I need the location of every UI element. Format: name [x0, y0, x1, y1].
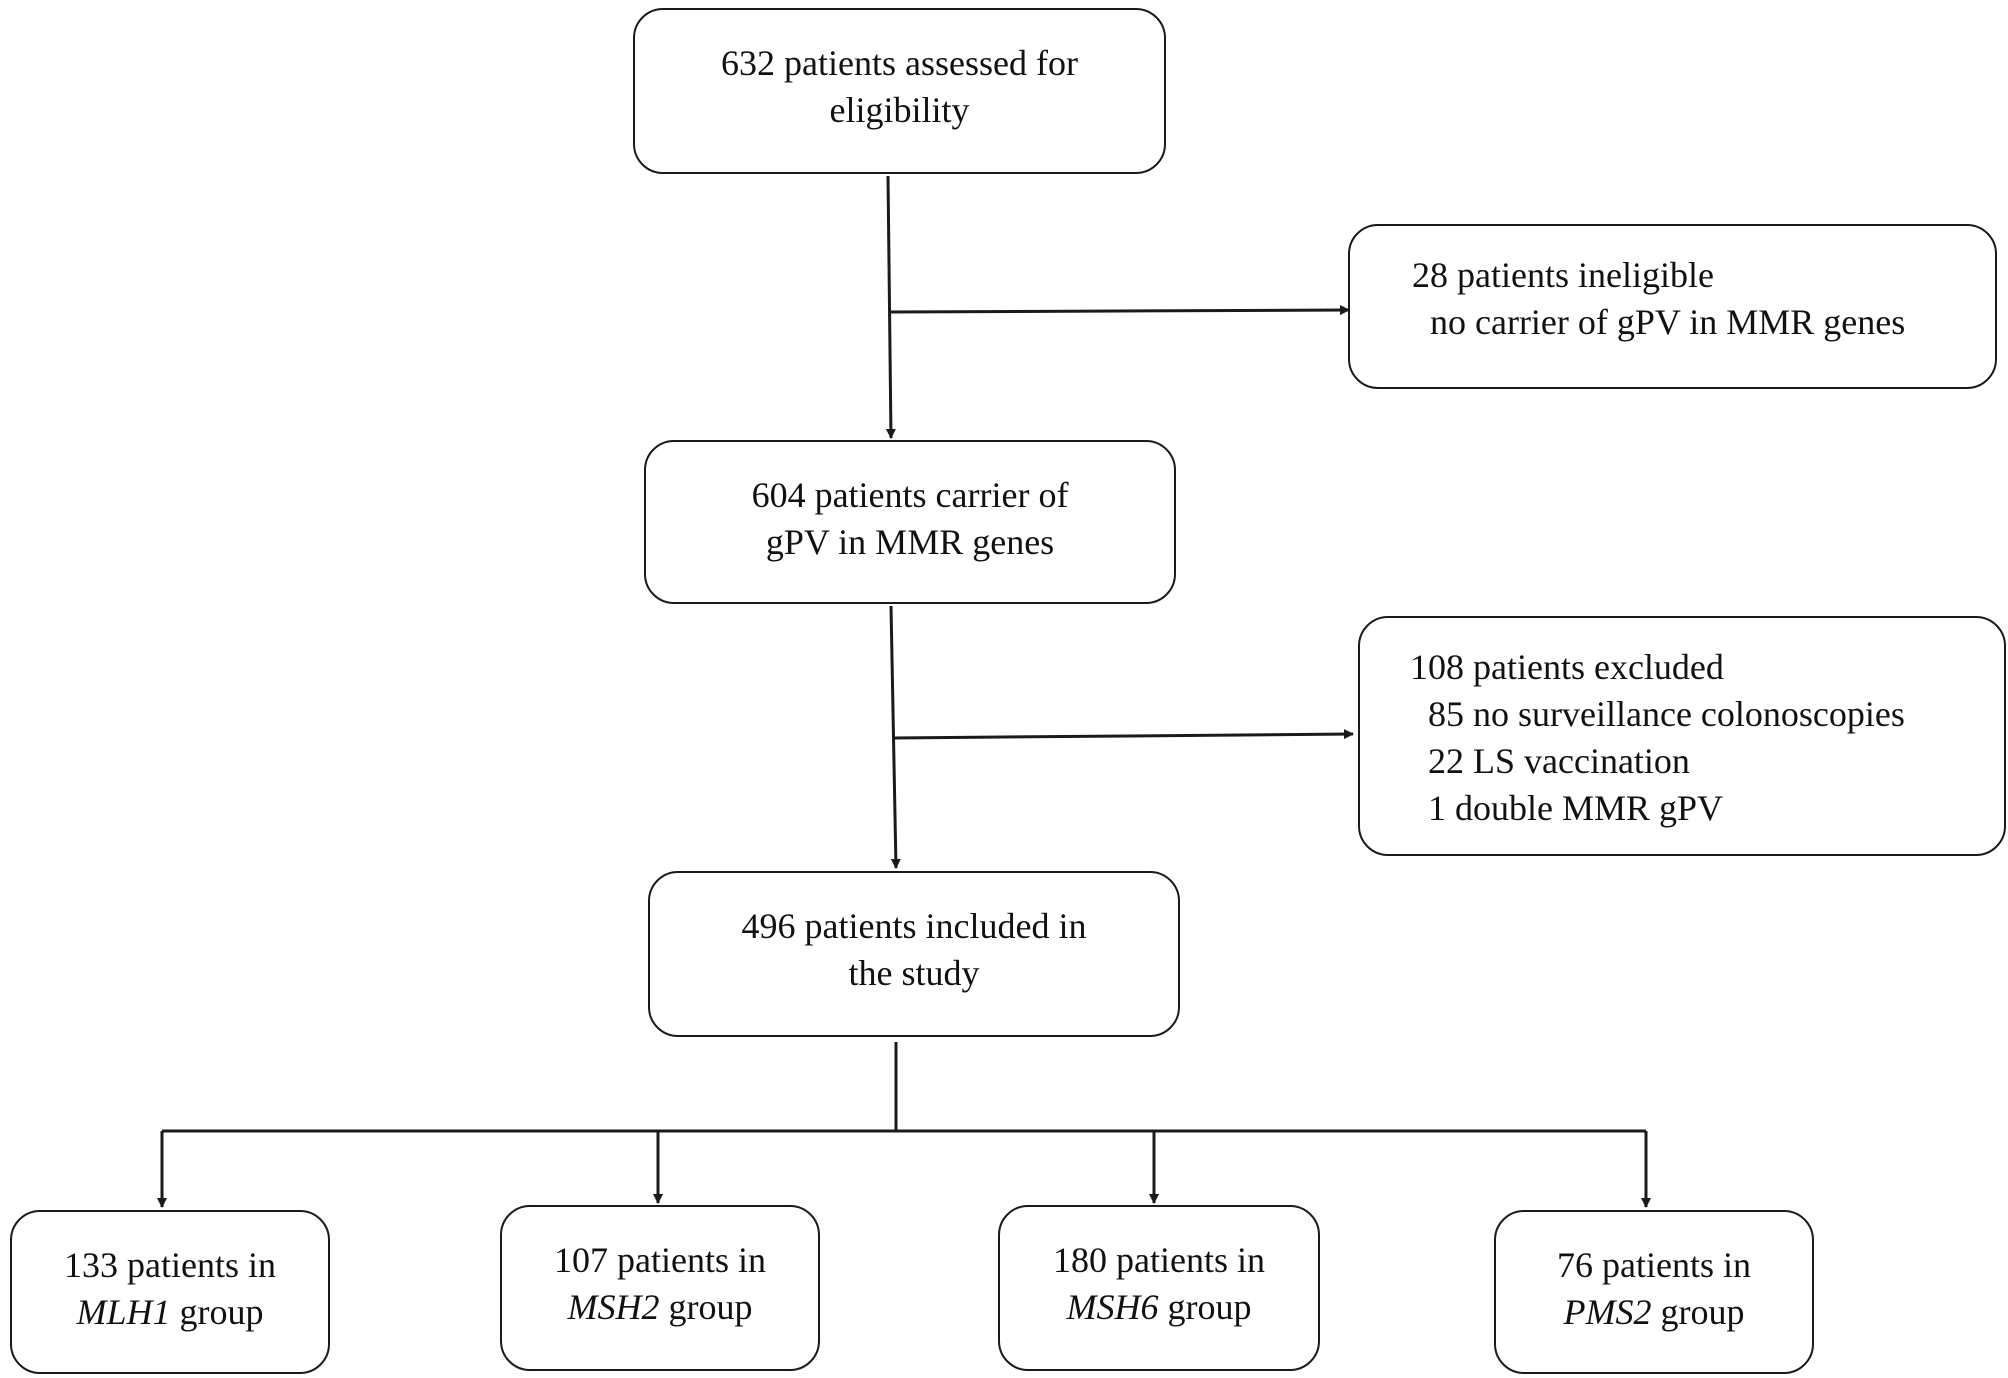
assessed-line-1: 632 patients assessed for — [721, 43, 1078, 83]
pms2-group-label: PMS2 group — [1496, 1289, 1812, 1336]
msh6-group-suffix: group — [1158, 1287, 1252, 1327]
msh6-group-count: 180 patients in — [1053, 1240, 1265, 1280]
pms2-group-box: 76 patients in PMS2 group — [1494, 1210, 1814, 1374]
msh6-gene-name: MSH6 — [1066, 1287, 1159, 1327]
arrow-carriers-to-included — [889, 605, 901, 869]
msh2-group-count: 107 patients in — [554, 1240, 766, 1280]
carriers-box: 604 patients carrier of gPV in MMR genes — [644, 440, 1176, 604]
pms2-group-suffix: group — [1651, 1292, 1745, 1332]
arrow-to-ineligible — [889, 305, 1350, 316]
mlh1-group-box: 133 patients in MLH1 group — [10, 1210, 330, 1374]
included-box: 496 patients included in the study — [648, 871, 1180, 1037]
ineligible-line-1: 28 patients ineligible — [1412, 255, 1714, 295]
assessed-line-2: eligibility — [829, 90, 970, 130]
excluded-box: 108 patients excluded 85 no surveillance… — [1358, 616, 2006, 856]
msh2-group-label: MSH2 group — [502, 1284, 818, 1331]
mlh1-group-suffix: group — [170, 1292, 264, 1332]
excluded-line-3: 22 LS vaccination — [1428, 741, 1690, 781]
included-line-1: 496 patients included in — [741, 906, 1087, 946]
mlh1-gene-name: MLH1 — [76, 1292, 171, 1332]
msh6-group-box: 180 patients in MSH6 group — [998, 1205, 1320, 1371]
carriers-line-1: 604 patients carrier of — [751, 475, 1069, 515]
msh2-group-suffix: group — [659, 1287, 753, 1327]
excluded-line-4: 1 double MMR gPV — [1428, 788, 1724, 828]
excluded-line-2: 85 no surveillance colonoscopies — [1428, 694, 1905, 734]
msh2-gene-name: MSH2 — [567, 1287, 660, 1327]
msh2-group-box: 107 patients in MSH2 group — [500, 1205, 820, 1371]
msh6-group-label: MSH6 group — [1000, 1284, 1318, 1331]
pms2-group-count: 76 patients in — [1557, 1245, 1751, 1285]
excluded-line-1: 108 patients excluded — [1410, 647, 1724, 687]
carriers-line-2: gPV in MMR genes — [765, 522, 1055, 562]
arrow-assessed-to-carriers — [885, 175, 896, 439]
ineligible-box: 28 patients ineligible no carrier of gPV… — [1348, 224, 1997, 389]
pms2-gene-name: PMS2 — [1563, 1292, 1652, 1332]
mlh1-group-label: MLH1 group — [12, 1289, 328, 1336]
included-line-2: the study — [848, 953, 980, 993]
arrow-to-excluded — [893, 729, 1354, 740]
mlh1-group-count: 133 patients in — [64, 1245, 276, 1285]
ineligible-line-2: no carrier of gPV in MMR genes — [1430, 302, 1906, 342]
assessed-box: 632 patients assessed for eligibility — [633, 8, 1166, 174]
